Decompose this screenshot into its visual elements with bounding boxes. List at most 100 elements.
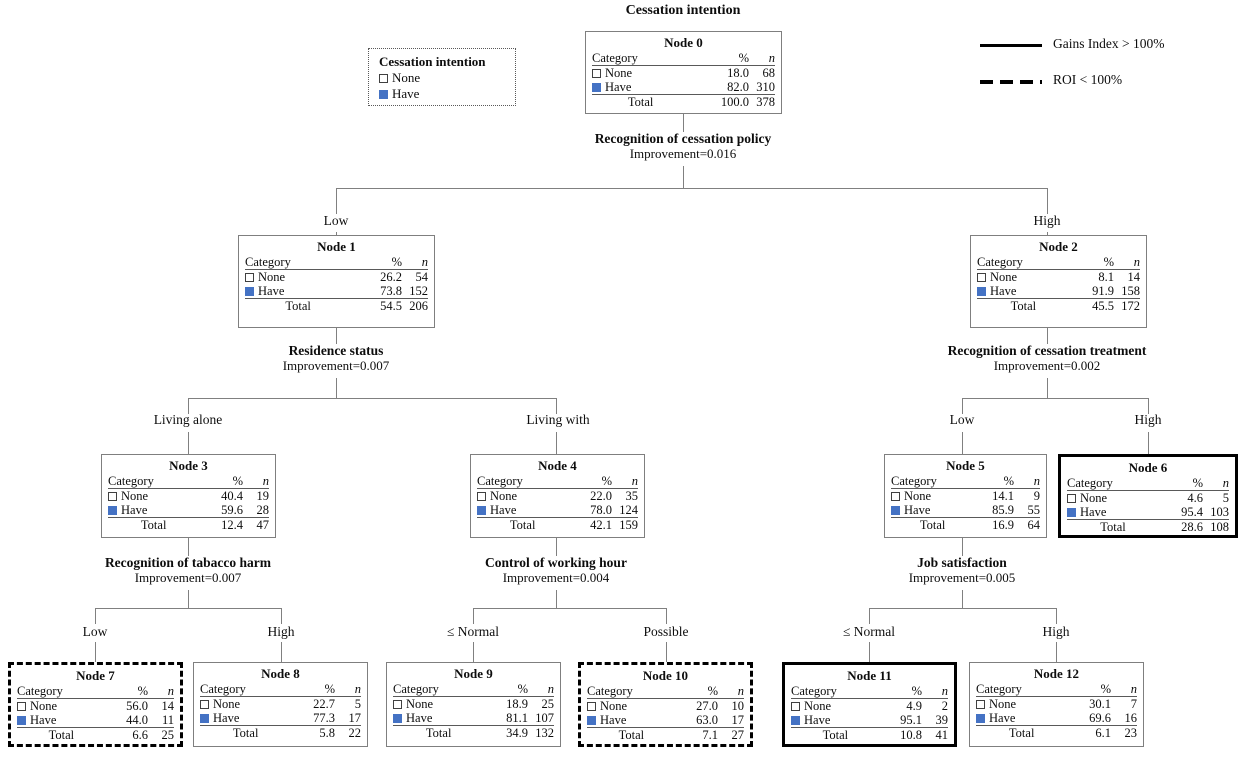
edge-root-down bbox=[683, 114, 684, 132]
col-header-category: Category bbox=[17, 684, 106, 699]
edge-label-high-3: High bbox=[267, 624, 295, 639]
row-n: 68 bbox=[762, 66, 776, 80]
row-pct: 56.0 bbox=[126, 699, 148, 713]
node-box-3[interactable]: Node 3 Category % n None 40.4 19 Have 59… bbox=[101, 454, 276, 538]
row-label: Have bbox=[804, 713, 831, 727]
col-header-category: Category bbox=[592, 51, 690, 66]
col-header-pct: % bbox=[1069, 255, 1114, 270]
split-improvement: Improvement=0.002 bbox=[993, 358, 1101, 373]
node-row-none: None 22.7 5 bbox=[200, 697, 361, 711]
node-row-have: Have 73.8 152 bbox=[245, 284, 428, 299]
edge-label-high-4: High bbox=[1042, 624, 1070, 639]
row-pct: 18.0 bbox=[727, 66, 749, 80]
legend-label-none: None bbox=[392, 70, 421, 85]
row-pct: 63.0 bbox=[696, 713, 718, 727]
row-pct: 6.1 bbox=[1067, 725, 1111, 740]
edge-node3-down bbox=[188, 538, 189, 556]
edge-to-node1 bbox=[336, 188, 337, 214]
node-row-none: None 8.1 14 bbox=[977, 270, 1140, 284]
row-pct: 45.5 bbox=[1069, 298, 1114, 313]
col-header-pct: % bbox=[675, 684, 718, 699]
split-improvement: Improvement=0.007 bbox=[282, 358, 390, 373]
split-label-0: Recognition of cessation policy Improvem… bbox=[583, 131, 783, 161]
edge-level3-a-bar bbox=[95, 608, 282, 609]
node-row-have: Have 95.1 39 bbox=[791, 713, 948, 728]
row-n: 39 bbox=[935, 713, 949, 727]
node-row-have: Have 44.0 11 bbox=[17, 713, 174, 728]
node-box-9[interactable]: Node 9 Category % n None 18.9 25 Have 81… bbox=[386, 662, 561, 747]
node-box-6[interactable]: Node 6 Category % n None 4.6 5 Have 95.4… bbox=[1058, 454, 1238, 538]
edge-label-possible: Possible bbox=[643, 624, 689, 639]
col-header-category: Category bbox=[245, 255, 352, 270]
row-label: Have bbox=[490, 503, 517, 517]
swatch-none-icon bbox=[108, 492, 117, 501]
col-header-n: n bbox=[612, 474, 638, 489]
node-box-2[interactable]: Node 2 Category % n None 8.1 14 Have 91.… bbox=[970, 235, 1147, 328]
node-box-11[interactable]: Node 11 Category % n None 4.9 2 Have 95.… bbox=[782, 662, 957, 747]
col-header-category: Category bbox=[200, 682, 292, 697]
row-label: Have bbox=[605, 80, 632, 94]
edge-to-node7-b bbox=[95, 642, 96, 662]
row-n: 108 bbox=[1203, 519, 1229, 534]
swatch-have-icon bbox=[977, 287, 986, 296]
row-pct: 10.8 bbox=[879, 727, 922, 742]
row-label: Total bbox=[393, 725, 485, 740]
node-row-total: Total 5.8 22 bbox=[200, 725, 361, 740]
row-n: 378 bbox=[749, 94, 775, 109]
row-label: None bbox=[605, 66, 633, 80]
split-variable: Recognition of cessation treatment bbox=[947, 343, 1147, 358]
row-pct: 26.2 bbox=[380, 270, 402, 284]
row-label: None bbox=[600, 699, 628, 713]
col-header-category: Category bbox=[393, 682, 485, 697]
row-label: Total bbox=[791, 727, 880, 742]
row-pct: 8.1 bbox=[1098, 270, 1114, 284]
node-title: Node 7 bbox=[76, 668, 115, 683]
legend-item-have: Have bbox=[379, 86, 505, 102]
col-header-pct: % bbox=[568, 474, 612, 489]
node-box-4[interactable]: Node 4 Category % n None 22.0 35 Have 78… bbox=[470, 454, 645, 538]
row-pct: 100.0 bbox=[689, 94, 749, 109]
edge-to-node4 bbox=[556, 398, 557, 414]
row-n: 7 bbox=[1130, 697, 1137, 711]
edge-label-high-1: High bbox=[1033, 213, 1061, 228]
node-row-total: Total 6.6 25 bbox=[17, 727, 174, 742]
row-label: Have bbox=[904, 503, 931, 517]
row-label: None bbox=[406, 697, 434, 711]
row-pct: 4.9 bbox=[906, 699, 922, 713]
row-label: Total bbox=[587, 727, 676, 742]
row-pct: 14.1 bbox=[992, 489, 1014, 503]
node-title: Node 4 bbox=[538, 458, 577, 473]
swatch-have-icon bbox=[379, 90, 388, 99]
node-box-12[interactable]: Node 12 Category % n None 30.1 7 Have 69… bbox=[969, 662, 1144, 747]
node-row-none: None 30.1 7 bbox=[976, 697, 1137, 711]
row-pct: 85.9 bbox=[992, 503, 1014, 517]
row-n: 55 bbox=[1027, 503, 1041, 517]
edge-split5-down bbox=[962, 590, 963, 608]
swatch-have-icon bbox=[245, 287, 254, 296]
row-pct: 12.4 bbox=[199, 517, 243, 532]
edge-split2-down bbox=[1047, 378, 1048, 398]
swatch-none-icon bbox=[1067, 494, 1076, 503]
swatch-none-icon bbox=[976, 700, 985, 709]
col-header-pct: % bbox=[291, 682, 335, 697]
node-row-total: Total 16.9 64 bbox=[891, 517, 1040, 532]
row-pct: 95.4 bbox=[1181, 505, 1203, 519]
node-box-5[interactable]: Node 5 Category % n None 14.1 9 Have 85.… bbox=[884, 454, 1047, 538]
node-box-1[interactable]: Node 1 Category % n None 26.2 54 Have 73… bbox=[238, 235, 435, 328]
row-label: None bbox=[121, 489, 149, 503]
row-n: 172 bbox=[1114, 298, 1140, 313]
node-box-10[interactable]: Node 10 Category % n None 27.0 10 Have 6… bbox=[578, 662, 753, 747]
node-box-7[interactable]: Node 7 Category % n None 56.0 14 Have 44… bbox=[8, 662, 183, 747]
node-box-8[interactable]: Node 8 Category % n None 22.7 5 Have 77.… bbox=[193, 662, 368, 747]
row-pct: 22.0 bbox=[590, 489, 612, 503]
split-improvement: Improvement=0.004 bbox=[502, 570, 610, 585]
edge-label-normal-1: ≤ Normal bbox=[446, 624, 500, 639]
col-header-category: Category bbox=[976, 682, 1068, 697]
edge-level2-left-bar bbox=[188, 398, 556, 399]
node-box-0[interactable]: Node 0 Category % n None 18.0 68 Have 82… bbox=[585, 31, 782, 114]
row-label: Have bbox=[990, 284, 1017, 298]
row-pct: 69.6 bbox=[1089, 711, 1111, 725]
col-header-category: Category bbox=[587, 684, 676, 699]
row-n: 152 bbox=[409, 284, 428, 298]
edge-to-node11-b bbox=[869, 642, 870, 662]
